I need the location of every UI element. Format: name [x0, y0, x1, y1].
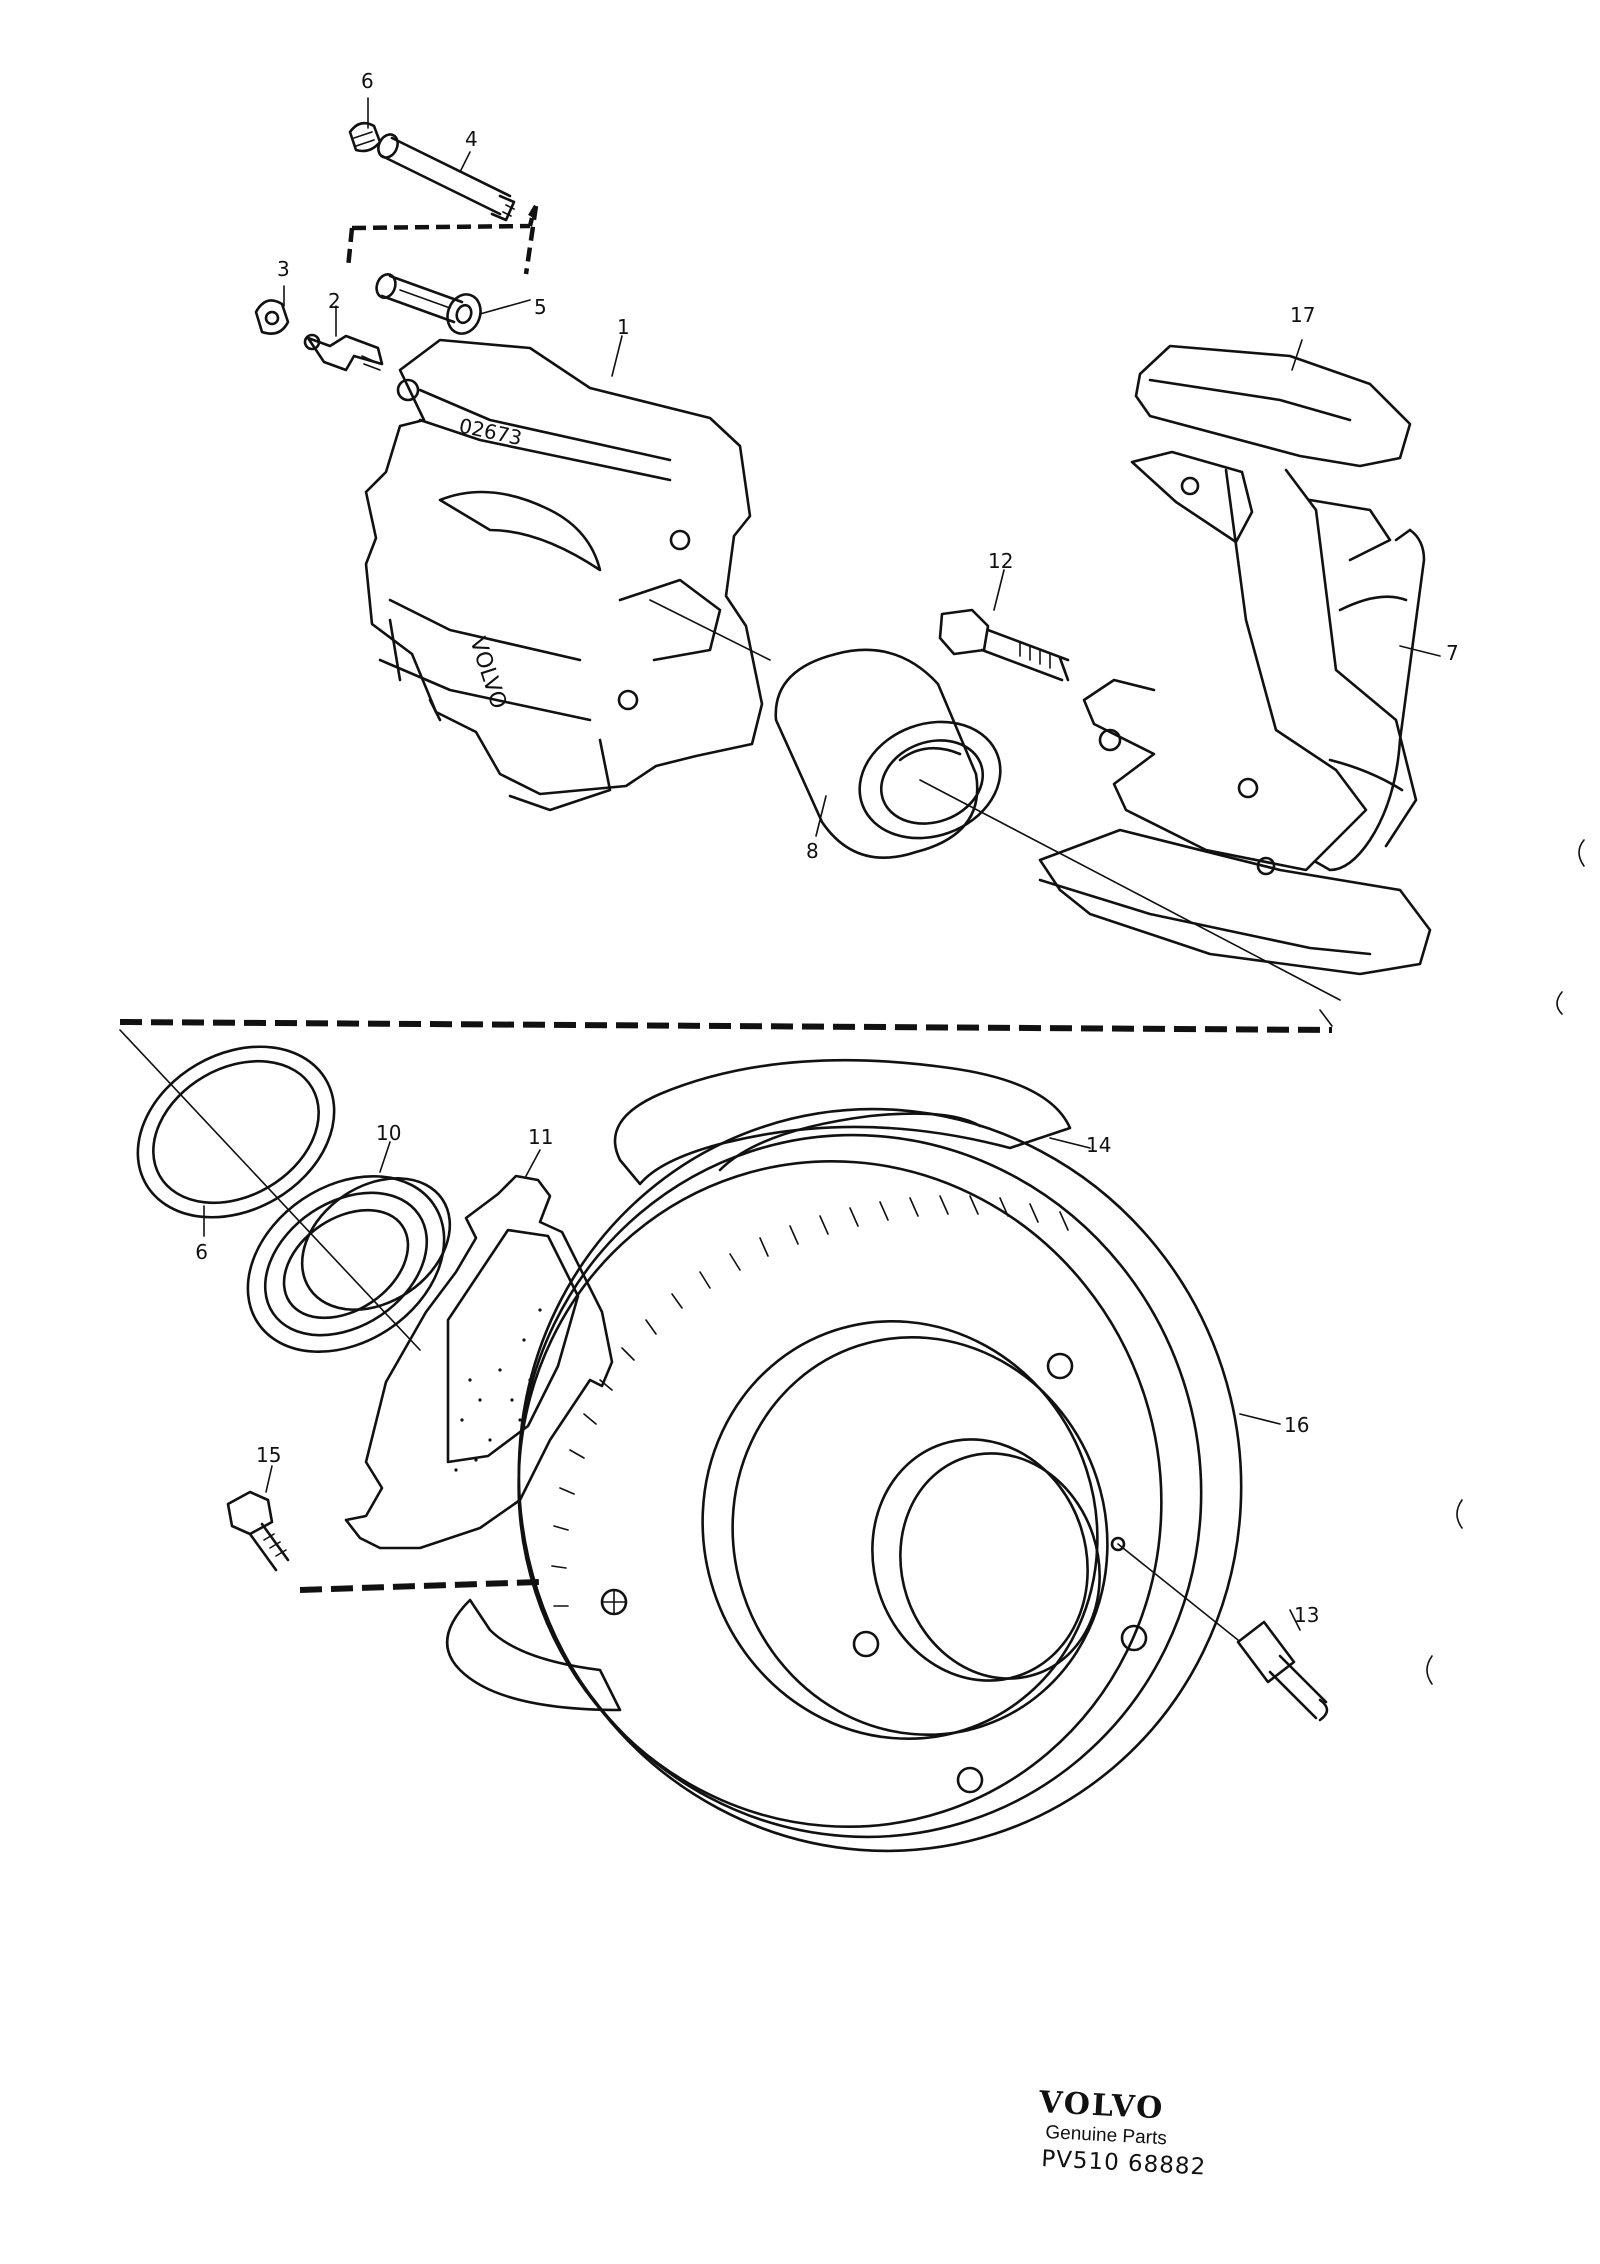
pin-assembly-dash-box: [345, 204, 539, 275]
callout-17: 17: [1290, 303, 1315, 327]
callout-9: 9: [195, 1239, 208, 1263]
callout-13: 13: [1294, 1603, 1319, 1627]
callout-labels: 6 4 3 2 5 1 17 12 7 8 10 11 14 9 16 15 1…: [195, 69, 1458, 1627]
callout-14: 14: [1086, 1133, 1111, 1157]
axis-line-upper: [649, 599, 1341, 1001]
caliper-housing-1: 02673 VOLVO: [364, 338, 764, 812]
cap-3: [254, 299, 290, 335]
callout-2: 2: [328, 289, 341, 313]
caliper-brand-marking: VOLVO: [464, 634, 511, 712]
callout-12: 12: [988, 549, 1013, 573]
pad-dash-line: [299, 1579, 541, 1593]
pad-friction-texture: [454, 1308, 542, 1472]
callout-6: 6: [361, 69, 374, 93]
brake-pad-11: [344, 1174, 614, 1550]
piston-8: [774, 648, 1002, 860]
wheel-stud-13: [1117, 1543, 1329, 1722]
guide-pin-4: [377, 133, 516, 222]
callout-leaders: [203, 97, 1441, 1631]
callout-8: 8: [806, 839, 819, 863]
bleed-nipple-2: [303, 333, 384, 372]
sleeve-5: [375, 273, 482, 335]
assembly-dash-line: [119, 1019, 1333, 1033]
callout-4: 4: [465, 127, 478, 151]
dash-corner-right: [1319, 1009, 1333, 1027]
dust-cap-6: [348, 121, 382, 153]
callout-16: 16: [1284, 1413, 1309, 1437]
margin-marks: [1426, 839, 1585, 1685]
callout-1: 1: [617, 315, 630, 339]
callout-10: 10: [376, 1121, 401, 1145]
brake-disc-16: [517, 1107, 1243, 1853]
callout-7: 7: [1446, 641, 1459, 665]
axis-line-lower: [119, 1029, 421, 1351]
bolt-15: [226, 1490, 290, 1572]
piston-seal-9: [136, 1045, 336, 1219]
callout-15: 15: [256, 1443, 281, 1467]
callout-3: 3: [277, 257, 290, 281]
dust-boot-10: [246, 1174, 452, 1354]
caliper-number-marking: 02673: [457, 413, 524, 450]
callout-5: 5: [534, 295, 547, 319]
guide-bolt-12: [938, 608, 1070, 682]
caliper-carrier-17: [1038, 344, 1432, 976]
callout-11: 11: [528, 1125, 553, 1149]
retaining-spring-7: [1314, 528, 1426, 872]
brand-block: VOLVO Genuine Parts PV510 68882: [1038, 2085, 1260, 2181]
disc-vent-slots: [551, 1195, 1069, 1607]
